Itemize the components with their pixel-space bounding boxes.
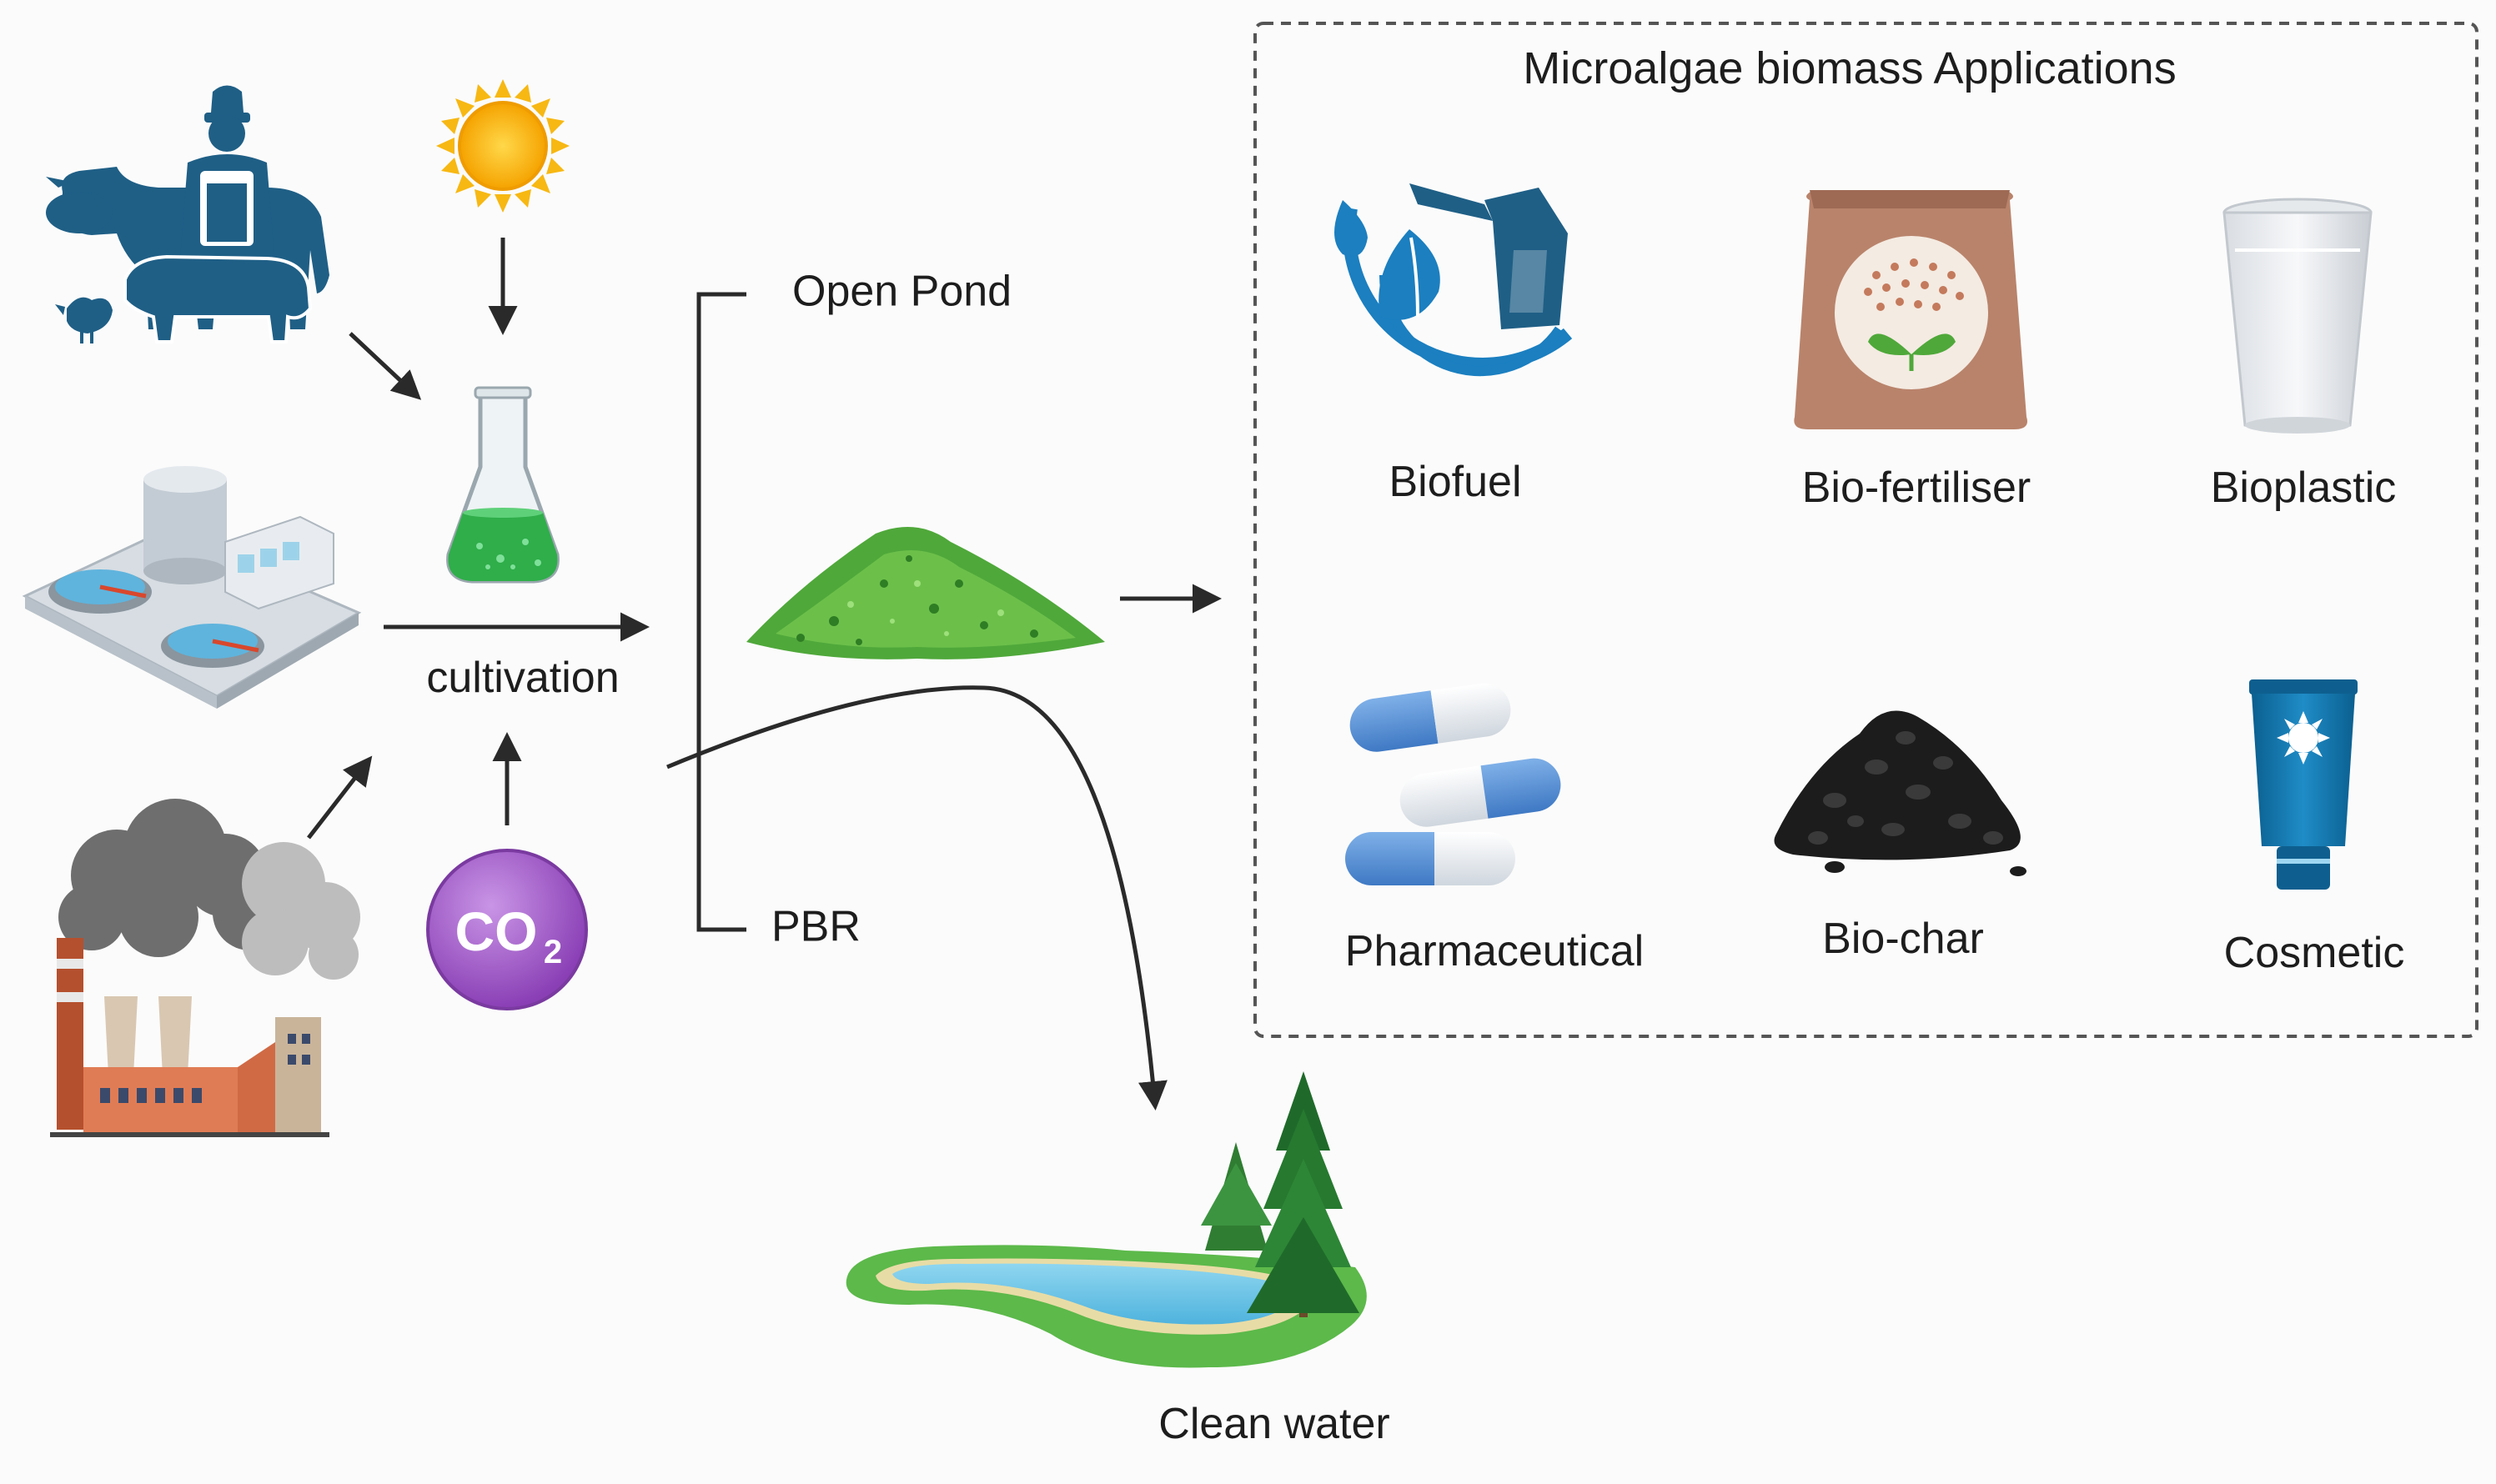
applications-title: Microalgae biomass Applications <box>1523 43 2176 93</box>
application-label-biofuel: Biofuel <box>1389 458 1522 506</box>
cultivation-label: cultivation <box>426 654 619 702</box>
flask-icon <box>446 386 560 584</box>
application-label-bio-char: Bio-char <box>1822 915 1984 963</box>
wastewater-plant-icon <box>22 466 362 709</box>
input-arrows <box>307 238 650 840</box>
biochar-pile-icon <box>1774 710 2026 876</box>
arrow-livestock-to-flask <box>349 332 422 400</box>
co2-subscript: 2 <box>544 934 562 970</box>
plastic-cup-icon <box>2222 198 2373 434</box>
algae-biomass-pile-icon <box>746 527 1105 659</box>
application-label-bio-fertiliser: Bio-fertiliser <box>1802 464 2031 512</box>
pbr-label: PBR <box>771 903 861 951</box>
cream-tube-icon <box>2249 679 2358 890</box>
livestock-icon <box>46 85 330 343</box>
fertiliser-bag-icon <box>1794 190 2027 429</box>
clean-water-label: Clean water <box>1158 1400 1389 1448</box>
applications-dashed-border <box>1253 22 2478 1038</box>
arrow-factory-to-cultivation <box>307 755 373 840</box>
arrow-to-clean-water <box>666 685 1168 1110</box>
biofuel-icon <box>1334 183 1573 377</box>
clean-water-lake-icon <box>846 1071 1367 1368</box>
applications-panel: Microalgae biomass Applications Biofuel <box>1253 22 2478 1038</box>
application-label-bioplastic: Bioplastic <box>2211 464 2397 512</box>
capsules-icon <box>1345 683 1561 885</box>
co2-bubble-icon: CO 2 <box>426 849 588 1010</box>
application-label-pharmaceutical: Pharmaceutical <box>1345 927 1644 975</box>
open-pond-label: Open Pond <box>792 268 1012 316</box>
cultivation-system-bracket <box>696 292 746 932</box>
application-label-cosmetic: Cosmetic <box>2224 929 2405 977</box>
sun-icon <box>436 79 570 213</box>
co2-label: CO <box>455 900 538 962</box>
factory-emissions-icon <box>50 799 360 1137</box>
